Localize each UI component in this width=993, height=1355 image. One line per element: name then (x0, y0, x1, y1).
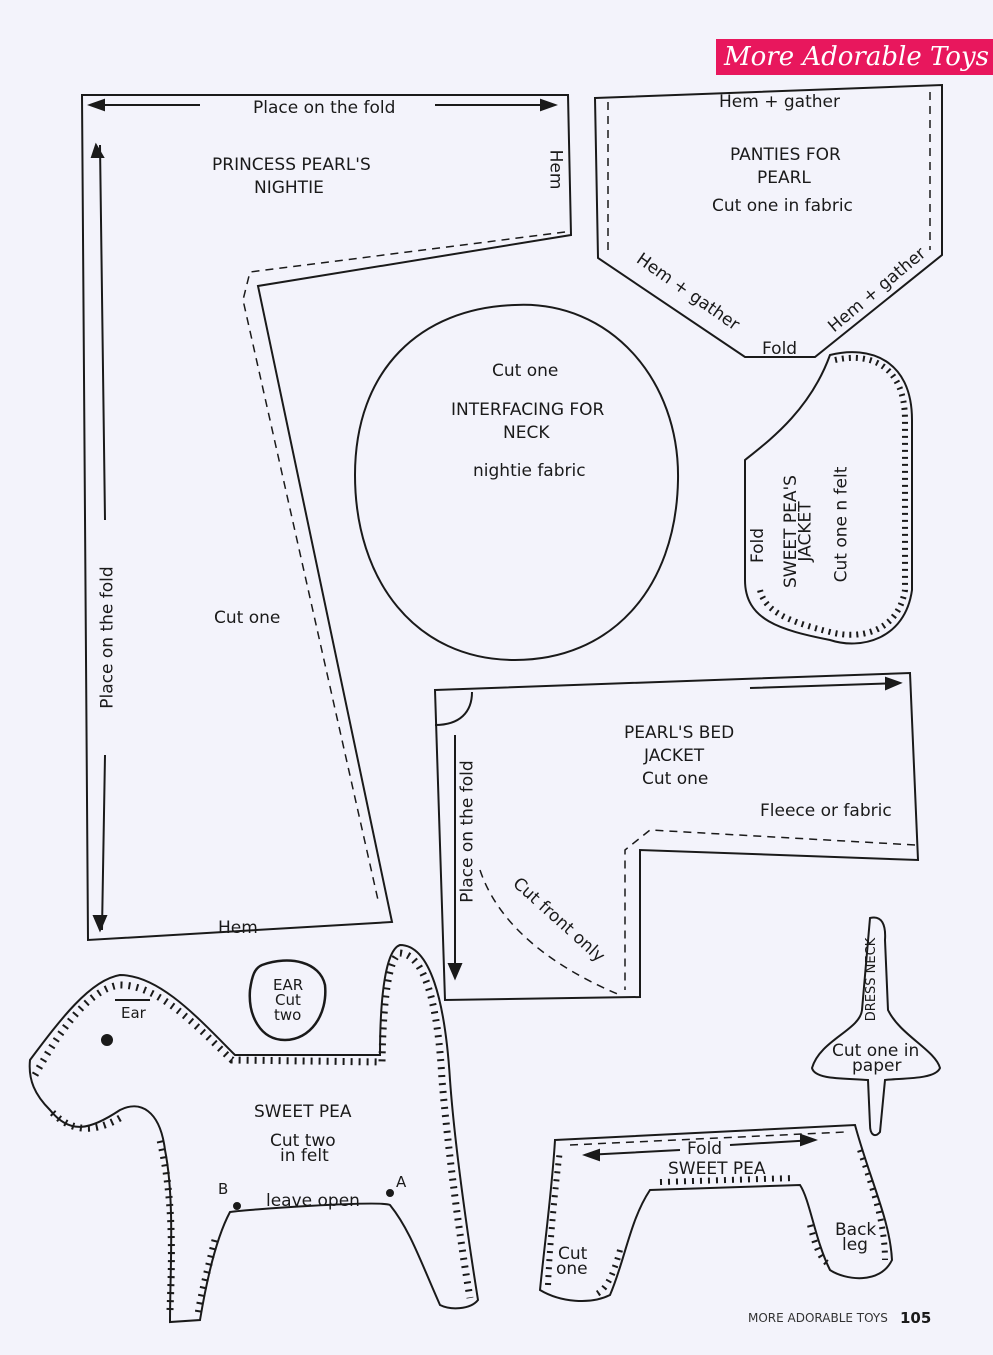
bed-jacket-fabric: Fleece or fabric (760, 801, 892, 821)
interfacing-title-2: NECK (503, 423, 550, 443)
arrow-head (92, 915, 108, 933)
point-a (386, 1189, 394, 1197)
footer-title: MORE ADORABLE TOYS (748, 1311, 888, 1325)
page-number: 105 (900, 1309, 932, 1327)
fold-arrow (90, 104, 555, 931)
nightie-title-2: NIGHTIE (254, 178, 324, 198)
nightie-hem-side: Hem (545, 149, 566, 190)
nightie-fold-side: Place on the fold (97, 566, 118, 709)
nightie-title-1: PRINCESS PEARL'S (212, 155, 371, 175)
dog-cut-2: in felt (280, 1146, 329, 1166)
dog-outline (28, 943, 480, 1324)
interfacing-title-1: INTERFACING FOR (451, 400, 605, 420)
sp-jacket-fold: Fold (748, 527, 769, 564)
nightie-seam (242, 231, 566, 901)
ear-label-2: Cut (275, 991, 301, 1009)
panties-cut: Cut one in fabric (712, 196, 853, 216)
bed-jacket-corner (434, 691, 473, 726)
back-leg-title: SWEET PEA (668, 1159, 766, 1179)
interfacing-outline (353, 303, 680, 662)
interfacing-cut: Cut one (492, 361, 559, 381)
ear-label-1: EAR (273, 976, 304, 994)
sp-jacket-cut: Cut one n felt (831, 466, 852, 583)
back-leg-fold: Fold (687, 1139, 723, 1159)
nightie-fold-top: Place on the fold (253, 98, 396, 118)
dog-point-b: B (218, 1180, 229, 1198)
bed-jacket-fold: Place on the fold (457, 760, 478, 903)
bed-jacket-title-1: PEARL'S BED (624, 723, 735, 743)
back-leg-seam (569, 1131, 846, 1146)
back-leg-cut-2: one (556, 1259, 588, 1279)
dog-title: SWEET PEA (254, 1102, 352, 1122)
arrow-head (447, 963, 463, 981)
dress-neck-title: DRESS NECK (864, 937, 880, 1022)
arrow-head (540, 98, 558, 112)
point-b (233, 1202, 241, 1210)
nightie-cut: Cut one (214, 608, 281, 628)
nightie-hem-bottom: Hem (218, 918, 258, 938)
arrow-head (800, 1133, 818, 1147)
panties-title-1: PANTIES FOR (730, 145, 841, 165)
dress-neck-cut-2: paper (852, 1056, 902, 1076)
panties-fold: Fold (762, 339, 798, 359)
ear-outline (248, 959, 327, 1042)
bed-jacket-seam (479, 829, 916, 996)
dress-neck-cut-1: Cut one in (832, 1041, 920, 1061)
back-leg-back-1: Back (835, 1220, 877, 1240)
dog-cut-1: Cut two (270, 1131, 336, 1151)
nightie-outline (80, 94, 573, 942)
sp-jacket-outline (744, 351, 913, 645)
dog-eye (101, 1034, 113, 1046)
header-banner: More Adorable Toys (716, 39, 993, 75)
sp-jacket-title-2: JACKET (795, 501, 816, 562)
dress-neck-outline (810, 916, 942, 1137)
arrow-head (90, 142, 105, 158)
dog-point-a: A (396, 1173, 407, 1191)
fold-arrow (454, 682, 901, 975)
dog-leave-open: leave open (266, 1191, 360, 1211)
panties-hem-top: Hem + gather (719, 92, 840, 112)
back-leg-outline (538, 1123, 894, 1302)
panties-outline (593, 83, 943, 358)
arrow-head (87, 98, 105, 112)
panties-title-2: PEARL (757, 168, 811, 188)
back-leg-cut-1: Cut (558, 1244, 588, 1264)
bed-jacket-title-2: JACKET (644, 746, 705, 766)
back-leg-back-2: leg (842, 1235, 868, 1255)
arrow-head (885, 676, 903, 691)
arrow-head (582, 1148, 600, 1162)
dog-stitch (31, 949, 474, 1316)
interfacing-fabric: nightie fabric (473, 461, 586, 481)
dog-ear-label: Ear (121, 1004, 146, 1022)
ear-label-3: two (274, 1006, 302, 1024)
panties-seam (607, 92, 931, 250)
bed-jacket-outline (433, 671, 920, 1002)
bed-jacket-cut: Cut one (642, 769, 709, 789)
